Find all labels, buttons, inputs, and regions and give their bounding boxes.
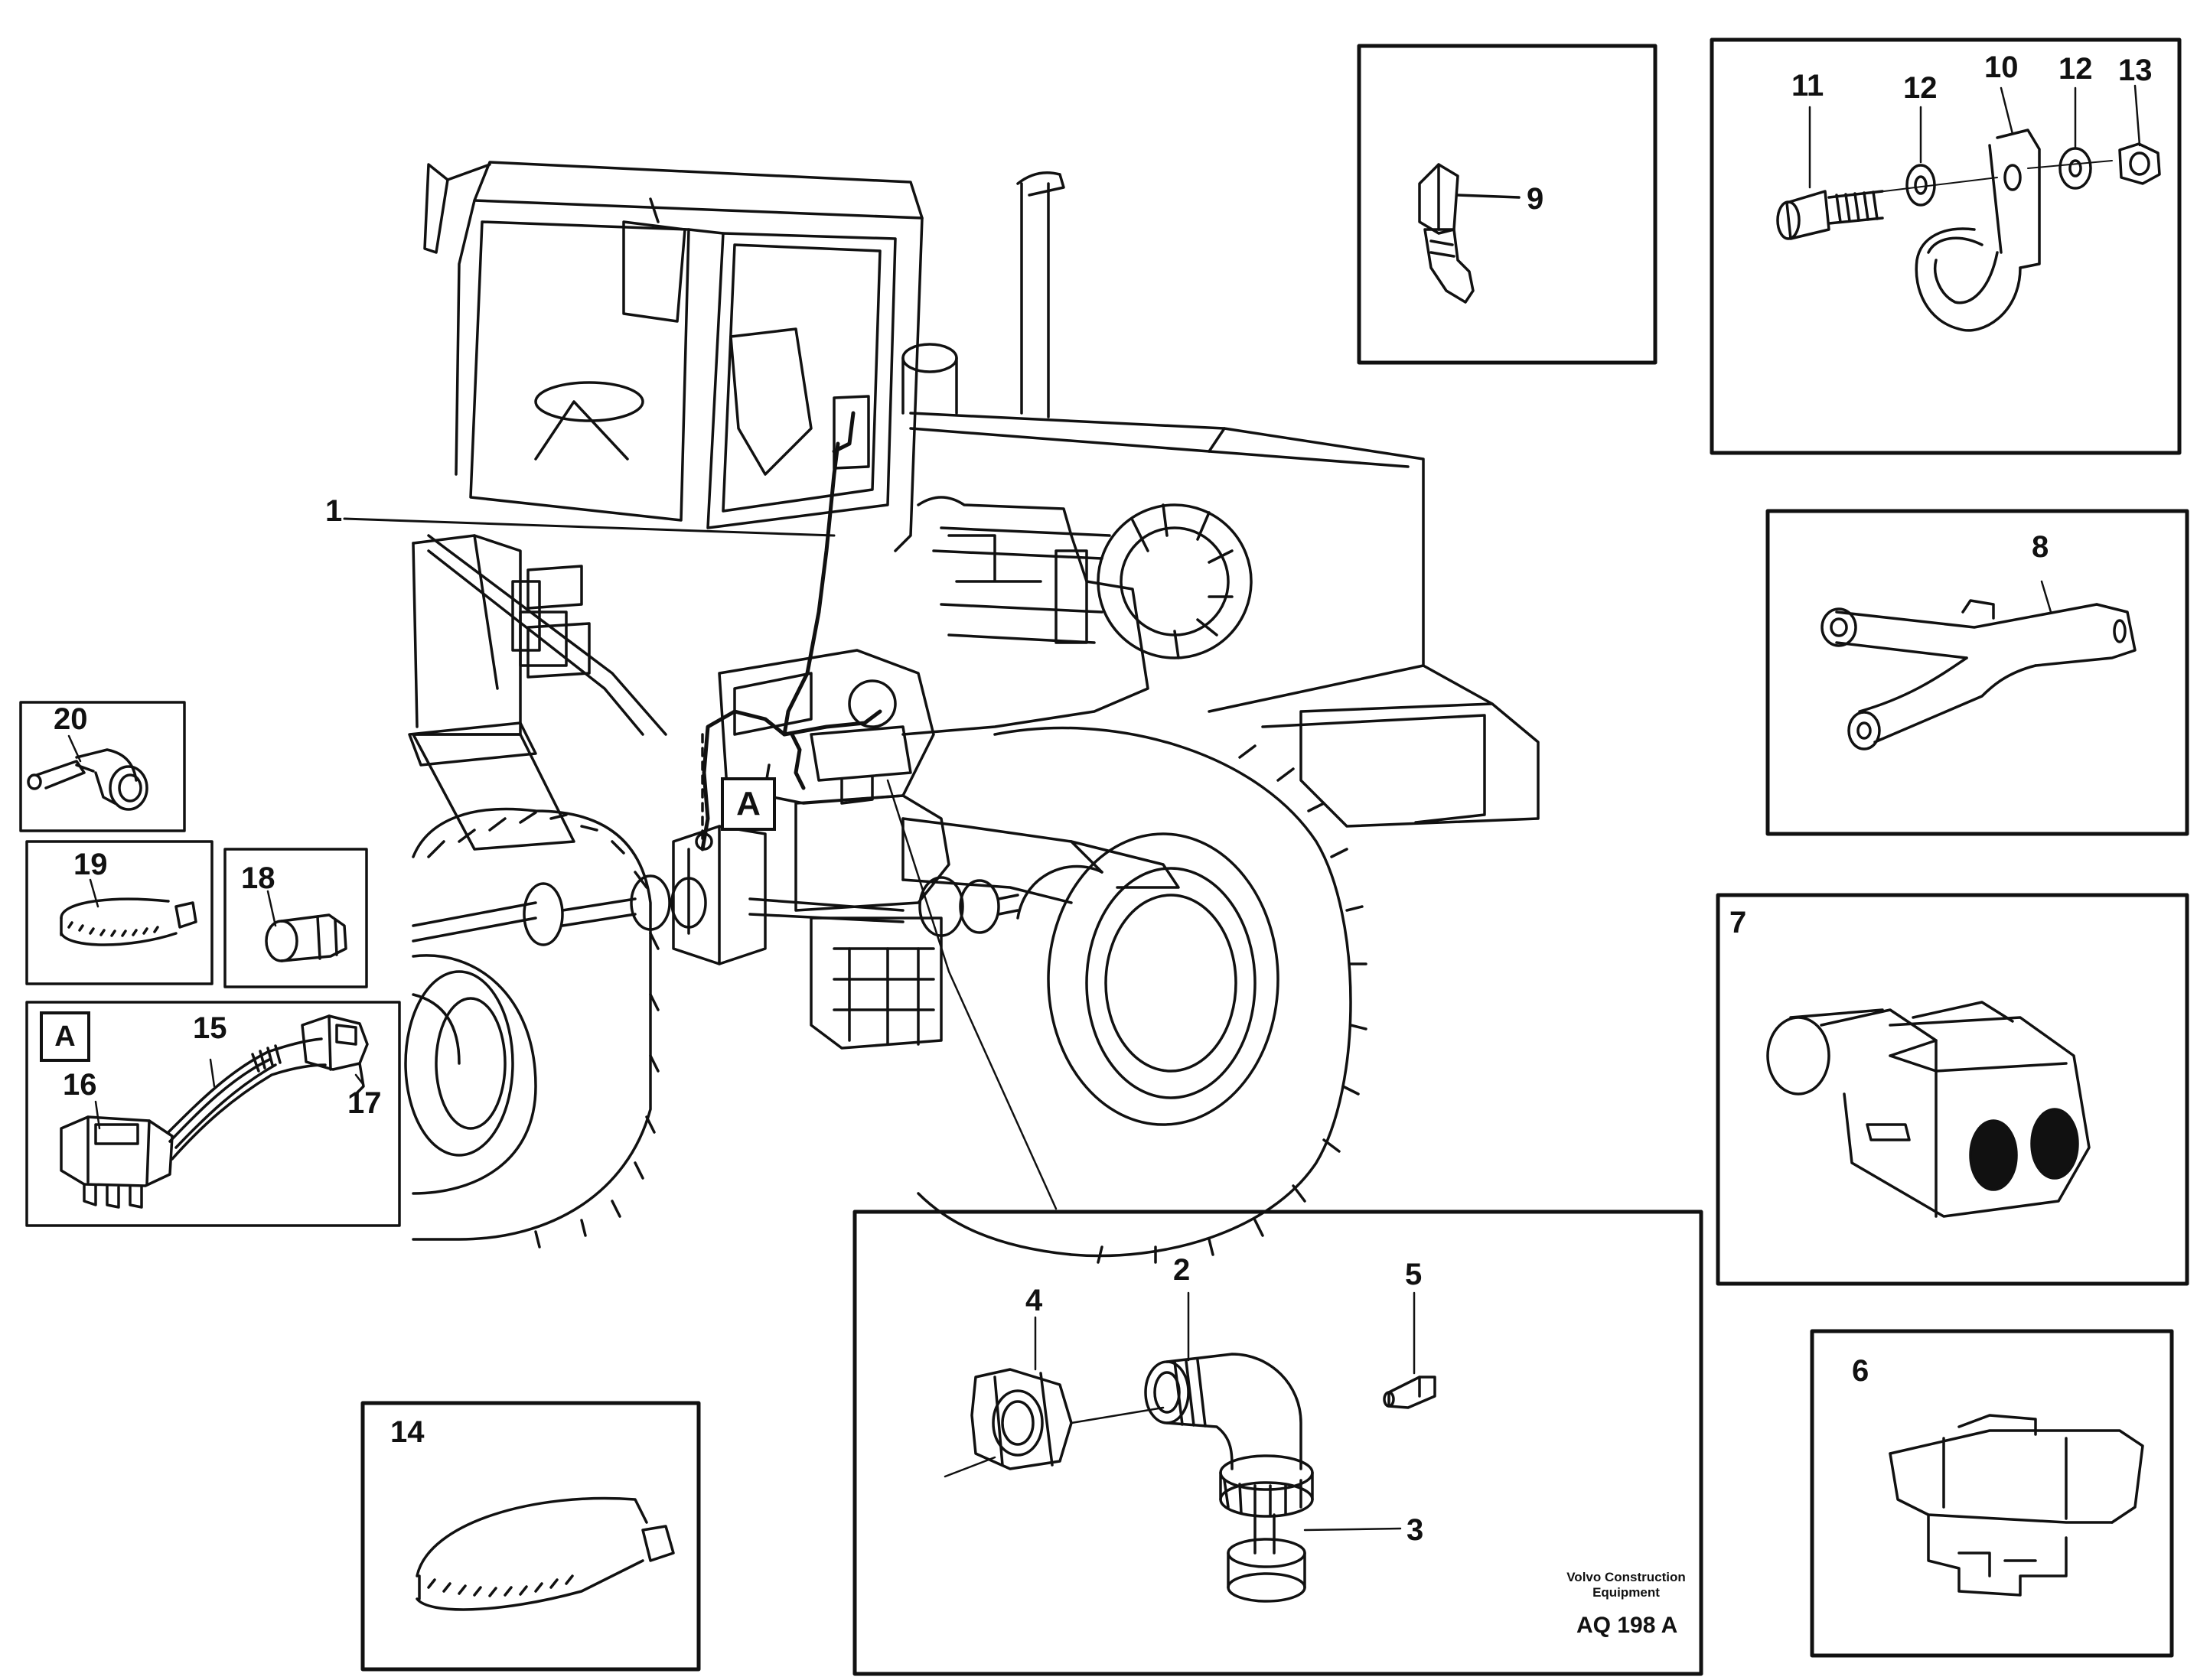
detail-box-18 xyxy=(223,848,368,988)
harness-assembly-15-17 xyxy=(60,1014,369,1209)
detail-box-10-13 xyxy=(1710,37,2182,455)
detail-box-7 xyxy=(1716,893,2189,1286)
leader-1 xyxy=(343,517,836,537)
callout-16: 16 xyxy=(63,1068,97,1102)
detail-box-9 xyxy=(1357,44,1658,365)
detail-box-8 xyxy=(1765,509,2189,836)
cable-tie-14 xyxy=(416,1496,675,1611)
detail-a-tag-inset: A xyxy=(40,1011,90,1062)
detail-a-tag-main: A xyxy=(721,777,776,831)
callout-12-right: 12 xyxy=(2058,52,2093,86)
callout-6: 6 xyxy=(1852,1354,1869,1388)
wheel-loader-illustration xyxy=(404,161,1540,1264)
credit-line-2: Equipment xyxy=(1592,1585,1660,1600)
callout-13: 13 xyxy=(2118,54,2153,87)
callout-3: 3 xyxy=(1407,1513,1424,1547)
drawing-code: AQ 198 A xyxy=(1576,1613,1678,1638)
connector-housing-6 xyxy=(1889,1414,2144,1597)
detail-box-6 xyxy=(1810,1329,2174,1658)
detail-box-20 xyxy=(19,701,186,832)
callout-9: 9 xyxy=(1527,182,1544,216)
manufacturer-credit: Volvo Construction Equipment xyxy=(1561,1570,1691,1600)
callout-8: 8 xyxy=(2032,530,2049,564)
detail-box-19 xyxy=(25,840,214,985)
credit-line-1: Volvo Construction xyxy=(1566,1570,1686,1584)
cable-tie-19 xyxy=(60,878,197,946)
callout-11: 11 xyxy=(1791,69,1824,103)
callout-15: 15 xyxy=(193,1011,227,1045)
callout-14: 14 xyxy=(390,1415,425,1449)
callout-20: 20 xyxy=(54,702,88,736)
callout-5: 5 xyxy=(1405,1258,1423,1291)
y-branch-part-8 xyxy=(1820,580,2137,750)
callout-18: 18 xyxy=(241,861,275,895)
terminal-part-9 xyxy=(1418,163,1521,304)
clamp-assembly xyxy=(1776,84,2161,332)
callout-17: 17 xyxy=(347,1086,382,1120)
double-connector-7 xyxy=(1766,1001,2091,1218)
rubber-boot-18 xyxy=(265,890,347,962)
elbow-fitting-20 xyxy=(27,734,148,811)
callout-10: 10 xyxy=(1984,50,2019,84)
detail-box-a xyxy=(25,1001,401,1227)
detail-box-14 xyxy=(360,1401,701,1672)
detail-box-2-5 xyxy=(852,1210,1703,1676)
callout-2: 2 xyxy=(1173,1253,1191,1287)
callout-19: 19 xyxy=(73,848,108,881)
callout-12-left: 12 xyxy=(1903,71,1938,105)
callout-1: 1 xyxy=(325,494,343,528)
angled-connector-2-5 xyxy=(944,1291,1436,1603)
callout-7: 7 xyxy=(1729,906,1747,939)
callout-4: 4 xyxy=(1025,1284,1043,1317)
